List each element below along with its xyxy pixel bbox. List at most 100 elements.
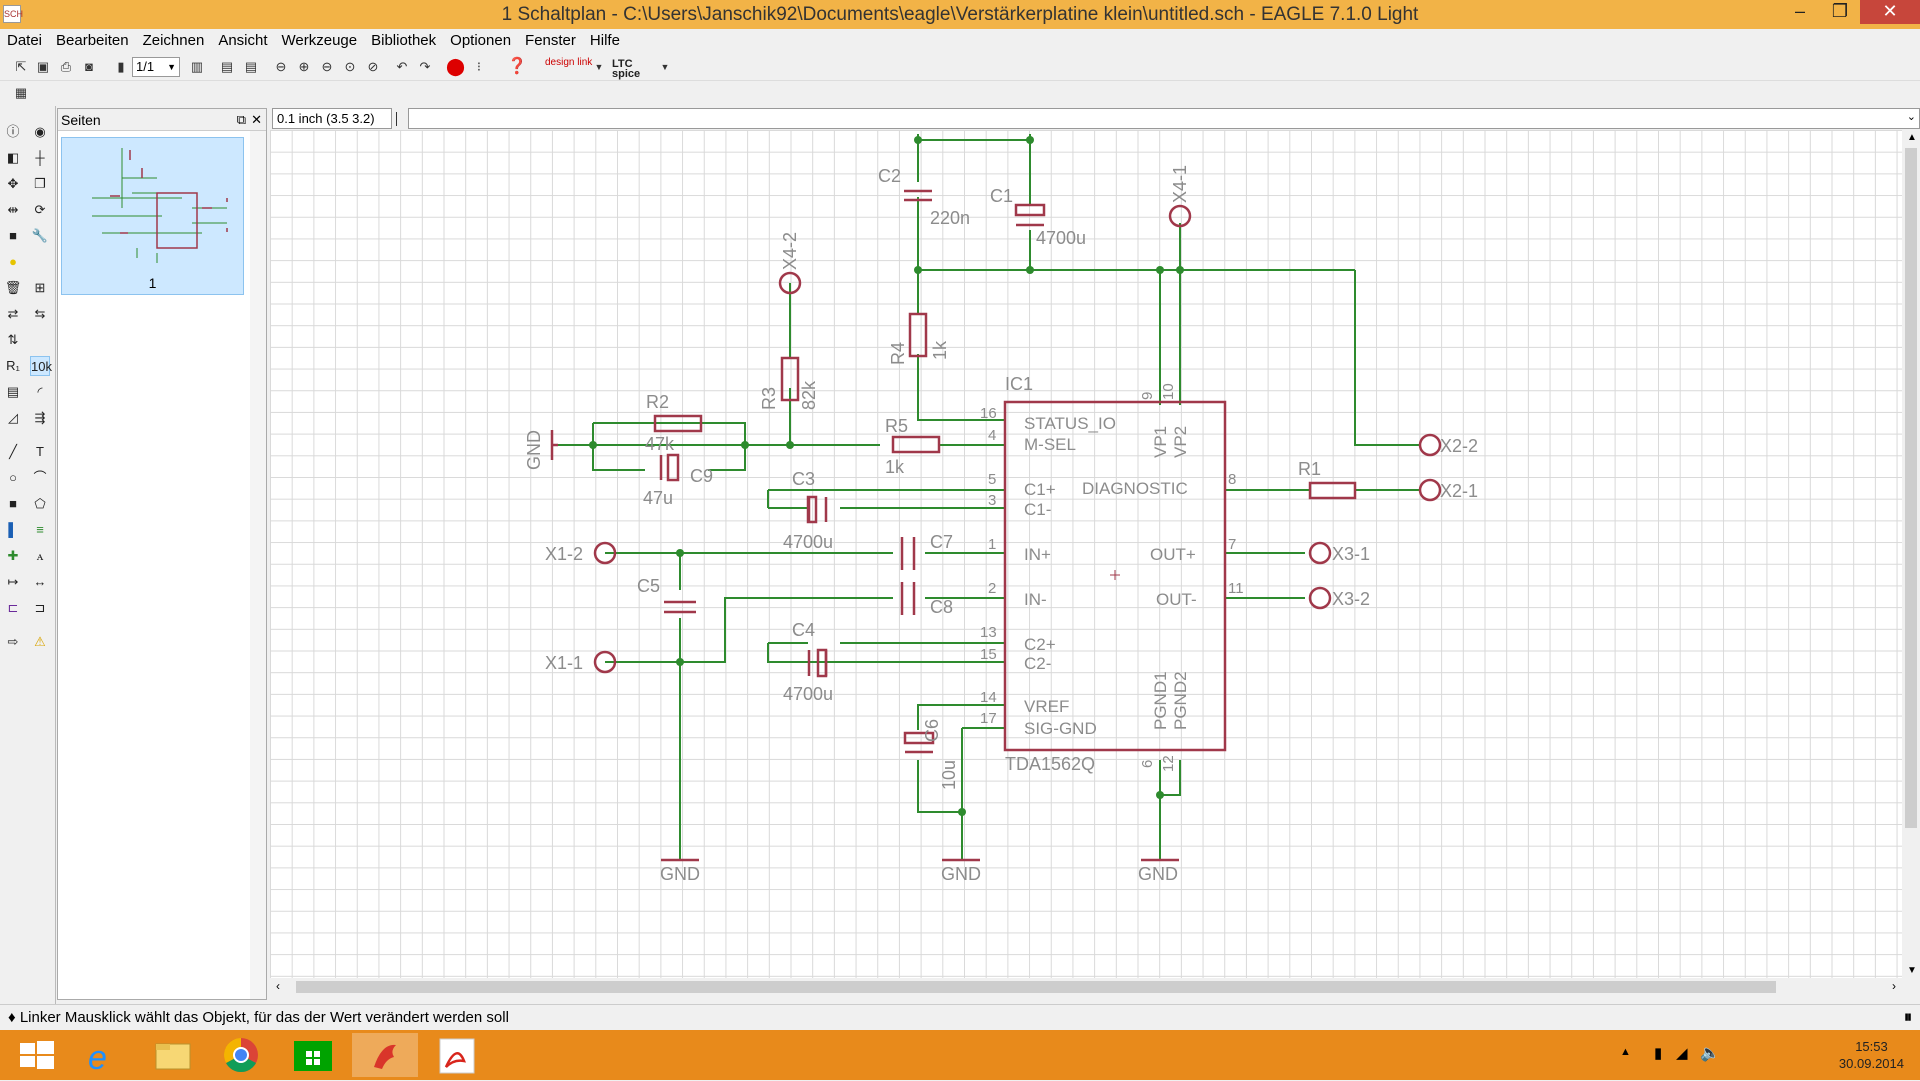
eagle-taskbar-icon[interactable]: [352, 1033, 418, 1077]
menu-werkzeuge[interactable]: Werkzeuge: [281, 32, 358, 49]
acrobat-icon[interactable]: [424, 1033, 490, 1077]
page-thumbnail[interactable]: 1: [61, 137, 244, 295]
arc-icon[interactable]: ⌒: [33, 470, 47, 485]
zoom-in-icon[interactable]: ⊕: [298, 59, 310, 74]
pinswap-icon[interactable]: ⇄: [7, 306, 19, 321]
eagle-sch-icon[interactable]: SCH: [3, 5, 23, 23]
replace-icon[interactable]: ⇆: [34, 306, 46, 321]
group-icon[interactable]: ■: [9, 228, 17, 243]
schematic-canvas[interactable]: C2 220n C1 4700u X4-2 X4-1 R4 1k R3 82k …: [270, 130, 1902, 978]
zoom-fit-icon[interactable]: ⊖: [275, 59, 287, 74]
print-icon[interactable]: ⎙: [60, 59, 72, 74]
show-icon[interactable]: ◉: [34, 124, 46, 139]
stop-icon[interactable]: ⬤: [446, 57, 466, 76]
dimension-icon[interactable]: ↔: [33, 574, 47, 589]
go-icon[interactable]: ⁝: [476, 59, 482, 74]
network-icon[interactable]: ◢: [1676, 1045, 1688, 1062]
rect-icon[interactable]: ■: [9, 496, 17, 511]
scroll-down-icon[interactable]: ▼: [1907, 965, 1917, 976]
menu-optionen[interactable]: Optionen: [450, 32, 512, 49]
cam-icon[interactable]: ◙: [85, 59, 93, 74]
menu-bearbeiten[interactable]: Bearbeiten: [56, 32, 129, 49]
design-link-button[interactable]: design link: [545, 57, 593, 68]
info-icon[interactable]: ⓘ: [6, 124, 20, 139]
save-icon[interactable]: ▣: [36, 59, 50, 74]
circle-icon[interactable]: ○: [9, 470, 17, 485]
start-button[interactable]: [4, 1033, 70, 1077]
float-icon[interactable]: ⧉: [236, 112, 246, 127]
split-icon[interactable]: ◿: [8, 410, 18, 425]
scroll-up-icon[interactable]: ▲: [1907, 132, 1917, 143]
erc-icon[interactable]: ⇨: [7, 634, 19, 649]
vertical-scroll-thumb[interactable]: [1905, 148, 1917, 828]
tray-chevron-icon[interactable]: ▲: [1620, 1046, 1631, 1058]
internet-explorer-icon[interactable]: e: [70, 1033, 136, 1077]
panel-scrollbar[interactable]: [250, 131, 266, 999]
file-explorer-icon[interactable]: [140, 1033, 206, 1077]
change-icon[interactable]: 🔧: [31, 228, 49, 243]
board-icon[interactable]: ▤: [220, 59, 234, 74]
layer-icon[interactable]: ◧: [6, 150, 20, 165]
volume-icon[interactable]: 🔈: [1700, 1045, 1720, 1062]
menu-zeichnen[interactable]: Zeichnen: [142, 32, 205, 49]
sheet-select[interactable]: 1/1▼: [132, 57, 180, 77]
smash-icon[interactable]: ▤: [6, 384, 20, 399]
open-icon[interactable]: ⇱: [15, 59, 27, 74]
move-icon[interactable]: ✥: [7, 176, 19, 191]
mirror-icon[interactable]: ⇹: [7, 202, 19, 217]
close-icon[interactable]: ✕: [251, 112, 262, 127]
menu-bibliothek[interactable]: Bibliothek: [371, 32, 437, 49]
frame-icon[interactable]: ⊏: [7, 600, 19, 615]
stop-command-icon[interactable]: ⏸: [1903, 1009, 1912, 1026]
maximize-button[interactable]: ❐: [1831, 1, 1849, 21]
clock[interactable]: 15:53 30.09.2014: [1839, 1038, 1904, 1072]
menu-ansicht[interactable]: Ansicht: [218, 32, 268, 49]
mark-icon[interactable]: ┼: [35, 150, 45, 165]
invoke-icon[interactable]: ⇶: [34, 410, 46, 425]
switch-icon[interactable]: ▤: [244, 59, 258, 74]
command-input[interactable]: [408, 108, 1920, 129]
net-icon[interactable]: ≡: [36, 522, 44, 537]
sheet-icon[interactable]: ▮: [117, 59, 125, 74]
delete-icon[interactable]: 🗑: [4, 280, 22, 295]
script-icon[interactable]: ▥: [190, 59, 204, 74]
scroll-left-icon[interactable]: ‹: [276, 979, 280, 993]
zoom-redraw-icon[interactable]: ⊙: [344, 59, 356, 74]
ltc-spice-button[interactable]: LTC spice: [612, 58, 641, 80]
zoom-out-icon[interactable]: ⊖: [321, 59, 333, 74]
label-icon[interactable]: ꭺ: [36, 548, 44, 563]
schematic-drawing[interactable]: C2 220n C1 4700u X4-2 X4-1 R4 1k R3 82k …: [270, 130, 1902, 978]
menu-hilfe[interactable]: Hilfe: [589, 32, 620, 49]
store-icon[interactable]: [280, 1033, 346, 1077]
value-icon[interactable]: 10k: [30, 356, 52, 376]
menu-fenster[interactable]: Fenster: [525, 32, 576, 49]
wire-icon[interactable]: ╱: [9, 444, 17, 459]
horizontal-scroll-thumb[interactable]: [296, 981, 1776, 993]
rotate-icon[interactable]: ⟳: [34, 202, 46, 217]
zoom-select-icon[interactable]: ⊘: [367, 59, 379, 74]
bus-icon[interactable]: ▌: [8, 522, 18, 537]
paste-icon[interactable]: ●: [9, 254, 17, 269]
close-button[interactable]: ✕: [1860, 0, 1920, 24]
junction-icon[interactable]: ✚: [7, 548, 19, 563]
polygon-icon[interactable]: ⬠: [34, 496, 46, 511]
add-icon[interactable]: ⊞: [34, 280, 46, 295]
warning-icon[interactable]: ⚠: [34, 634, 46, 649]
miter-icon[interactable]: ◜: [37, 384, 43, 399]
copy-icon[interactable]: ❐: [34, 176, 46, 191]
menu-datei[interactable]: Datei: [7, 32, 43, 49]
chevron-down-icon[interactable]: ⌄: [1906, 111, 1916, 123]
board-frame-icon[interactable]: ⊐: [34, 600, 46, 615]
gateswap-icon[interactable]: ⇅: [7, 332, 19, 347]
chevron-down-icon[interactable]: ▼: [594, 62, 604, 72]
minimize-button[interactable]: –: [1794, 1, 1805, 21]
scroll-right-icon[interactable]: ›: [1892, 979, 1896, 993]
chevron-down-icon[interactable]: ▼: [660, 62, 670, 72]
redo-icon[interactable]: ↷: [419, 59, 431, 74]
text-icon[interactable]: T: [36, 444, 44, 459]
attribute-icon[interactable]: ↦: [7, 574, 19, 589]
vertical-scrollbar[interactable]: ▲ ▼: [1902, 130, 1920, 978]
chrome-icon[interactable]: [208, 1033, 274, 1077]
help-icon[interactable]: ❓: [507, 58, 527, 75]
horizontal-scrollbar[interactable]: ‹ ›: [270, 978, 1902, 996]
